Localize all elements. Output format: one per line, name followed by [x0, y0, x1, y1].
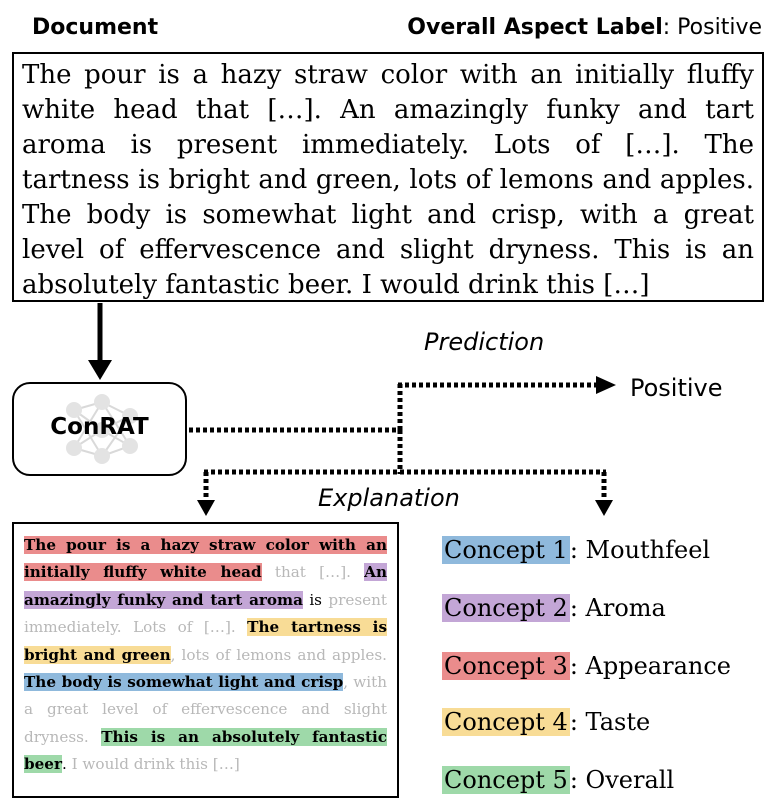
concept-5-name: : Overall [569, 766, 675, 794]
document-text-box: The pour is a hazy straw color with an i… [12, 52, 764, 302]
prediction-label: Prediction [424, 328, 545, 356]
aspect-label-key: Overall Aspect Label [407, 15, 663, 40]
concept-1-tag: Concept 1 [442, 536, 570, 564]
document-heading: Document [32, 15, 159, 40]
concept-2-name: : Aroma [569, 594, 666, 622]
overall-aspect-label: Overall Aspect Label: Positive [407, 14, 762, 42]
input-arrow-head [88, 360, 112, 380]
neural-network-icon [66, 394, 138, 464]
concept-4-tag: Concept 4 [442, 708, 570, 736]
aspect-label-value: : Positive [662, 15, 762, 40]
concept-1-entry: Concept 1: Mouthfeel [442, 535, 710, 565]
faded-text: present immediately. Lots of […]. [24, 590, 387, 637]
explanation-text: . [61, 755, 67, 774]
concept-3-name: : Appearance [569, 652, 731, 680]
concept-3-entry: Concept 3: Appearance [442, 651, 731, 681]
concept-5-tag: Concept 5 [442, 766, 570, 794]
model-name: ConRAT [50, 414, 149, 440]
explanation-label: Explanation [318, 484, 460, 512]
concept-1-name: : Mouthfeel [569, 536, 711, 564]
prediction-value: Positive [630, 374, 723, 402]
concept-5-entry: Concept 5: Overall [442, 765, 674, 795]
faded-text: that […]. [261, 563, 365, 582]
concept-4-name: : Taste [569, 708, 651, 736]
concept-2-entry: Concept 2: Aroma [442, 593, 666, 623]
faded-text: , with a great level of effervescence an… [24, 673, 387, 746]
concept-3-tag: Concept 3 [442, 652, 570, 680]
faded-text: I would drink this […] [66, 755, 240, 774]
prediction-arrow-head [596, 376, 616, 394]
explanation-right-arrow-head [595, 500, 613, 516]
explanation-box: The pour is a hazy straw color with an i… [12, 522, 399, 798]
concept-2-tag: Concept 2 [442, 594, 570, 622]
highlight-c1: The body is somewhat light and crisp [24, 673, 344, 692]
faded-text: , lots of lemons and apples. [170, 645, 387, 664]
concept-4-entry: Concept 4: Taste [442, 707, 650, 737]
explanation-left-arrow-head [197, 500, 215, 516]
explanation-text: is [302, 590, 322, 609]
model-box: ConRAT [12, 382, 187, 476]
